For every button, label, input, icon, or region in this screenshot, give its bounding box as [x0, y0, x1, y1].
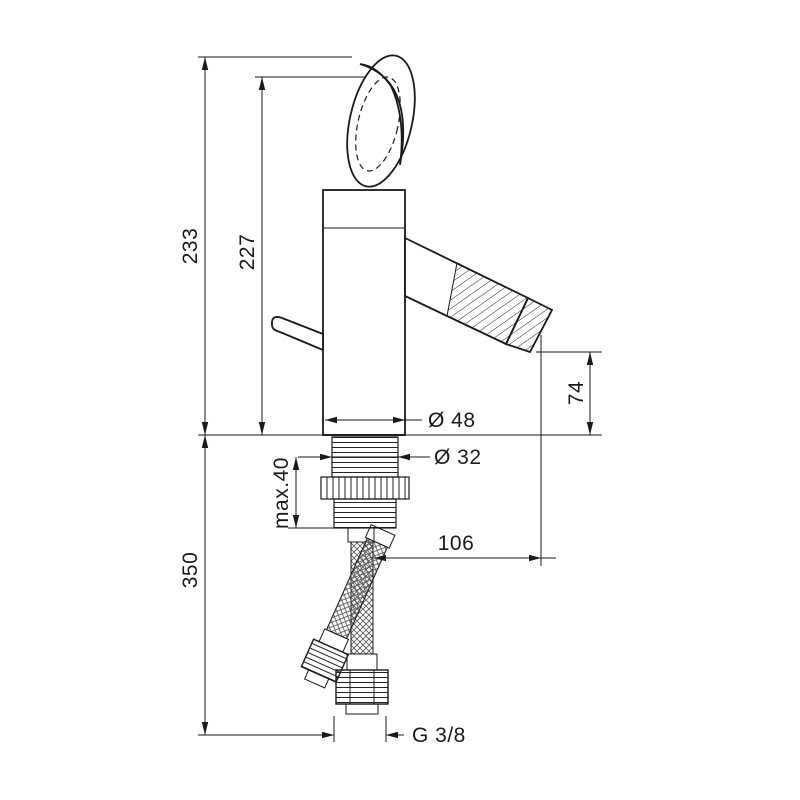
dimension-hose-length: 350: [179, 435, 334, 736]
dimension-max-thickness: max.40: [270, 457, 336, 529]
arrowhead: [586, 422, 594, 435]
arrowhead: [586, 352, 594, 365]
arrowhead: [201, 422, 209, 435]
dimension-spout-height-74: 74: [536, 351, 602, 435]
dimension-label-74: 74: [565, 381, 588, 405]
arrowhead: [398, 453, 410, 461]
mounting-shank: [320, 436, 410, 529]
arrowhead: [201, 57, 209, 70]
arrowhead: [322, 731, 334, 739]
dimension-label-233: 233: [179, 228, 202, 265]
faucet-spout: [404, 236, 554, 354]
spout-aerator: [504, 296, 554, 354]
dimension-hole-diameter: Ø 32: [298, 446, 482, 469]
dimension-spout-reach: 106: [374, 335, 556, 566]
hose-nut: [335, 669, 389, 705]
dimension-label-d48: Ø 48: [428, 409, 476, 432]
handle-loop-hidden-edge: [355, 76, 401, 172]
arrowhead: [320, 453, 332, 461]
supply-hose-angled: [300, 524, 396, 689]
dimension-label-d32: Ø 32: [434, 446, 482, 469]
shank-thread-lower: [333, 498, 397, 529]
dimension-label-227: 227: [236, 234, 259, 271]
dimension-label-max40: max.40: [270, 457, 293, 529]
dimension-base-diameter: Ø 48: [325, 409, 476, 432]
arrowhead: [386, 731, 398, 739]
dimension-label-106: 106: [438, 532, 475, 555]
arrowhead: [292, 515, 300, 528]
hose-sleeve: [346, 653, 378, 671]
dimension-label-g38: G 3/8: [412, 724, 466, 747]
arrowhead: [393, 416, 405, 424]
arrowhead: [201, 722, 209, 735]
arrowhead: [292, 457, 300, 470]
arrowhead: [258, 422, 266, 435]
handle-grip: [359, 63, 405, 166]
faucet-body: [322, 189, 406, 436]
body-column: [322, 189, 406, 436]
dimension-connection-thread: G 3/8: [322, 716, 466, 747]
hose-thread-collar: [345, 703, 379, 715]
arrowhead: [529, 554, 541, 562]
faucet-handle: [346, 54, 416, 188]
control-lever: [271, 316, 324, 352]
hose-thread-collar: [303, 669, 330, 689]
arrowhead: [374, 554, 386, 562]
arrowhead: [258, 77, 266, 90]
handle-loop-outline: [346, 54, 416, 188]
dimension-total-height: 233: [179, 56, 352, 435]
dimension-height-227: 227: [236, 76, 365, 435]
mounting-nut: [320, 476, 410, 500]
arrowhead: [325, 416, 337, 424]
arrowhead: [201, 435, 209, 448]
dimension-label-350: 350: [179, 552, 202, 589]
